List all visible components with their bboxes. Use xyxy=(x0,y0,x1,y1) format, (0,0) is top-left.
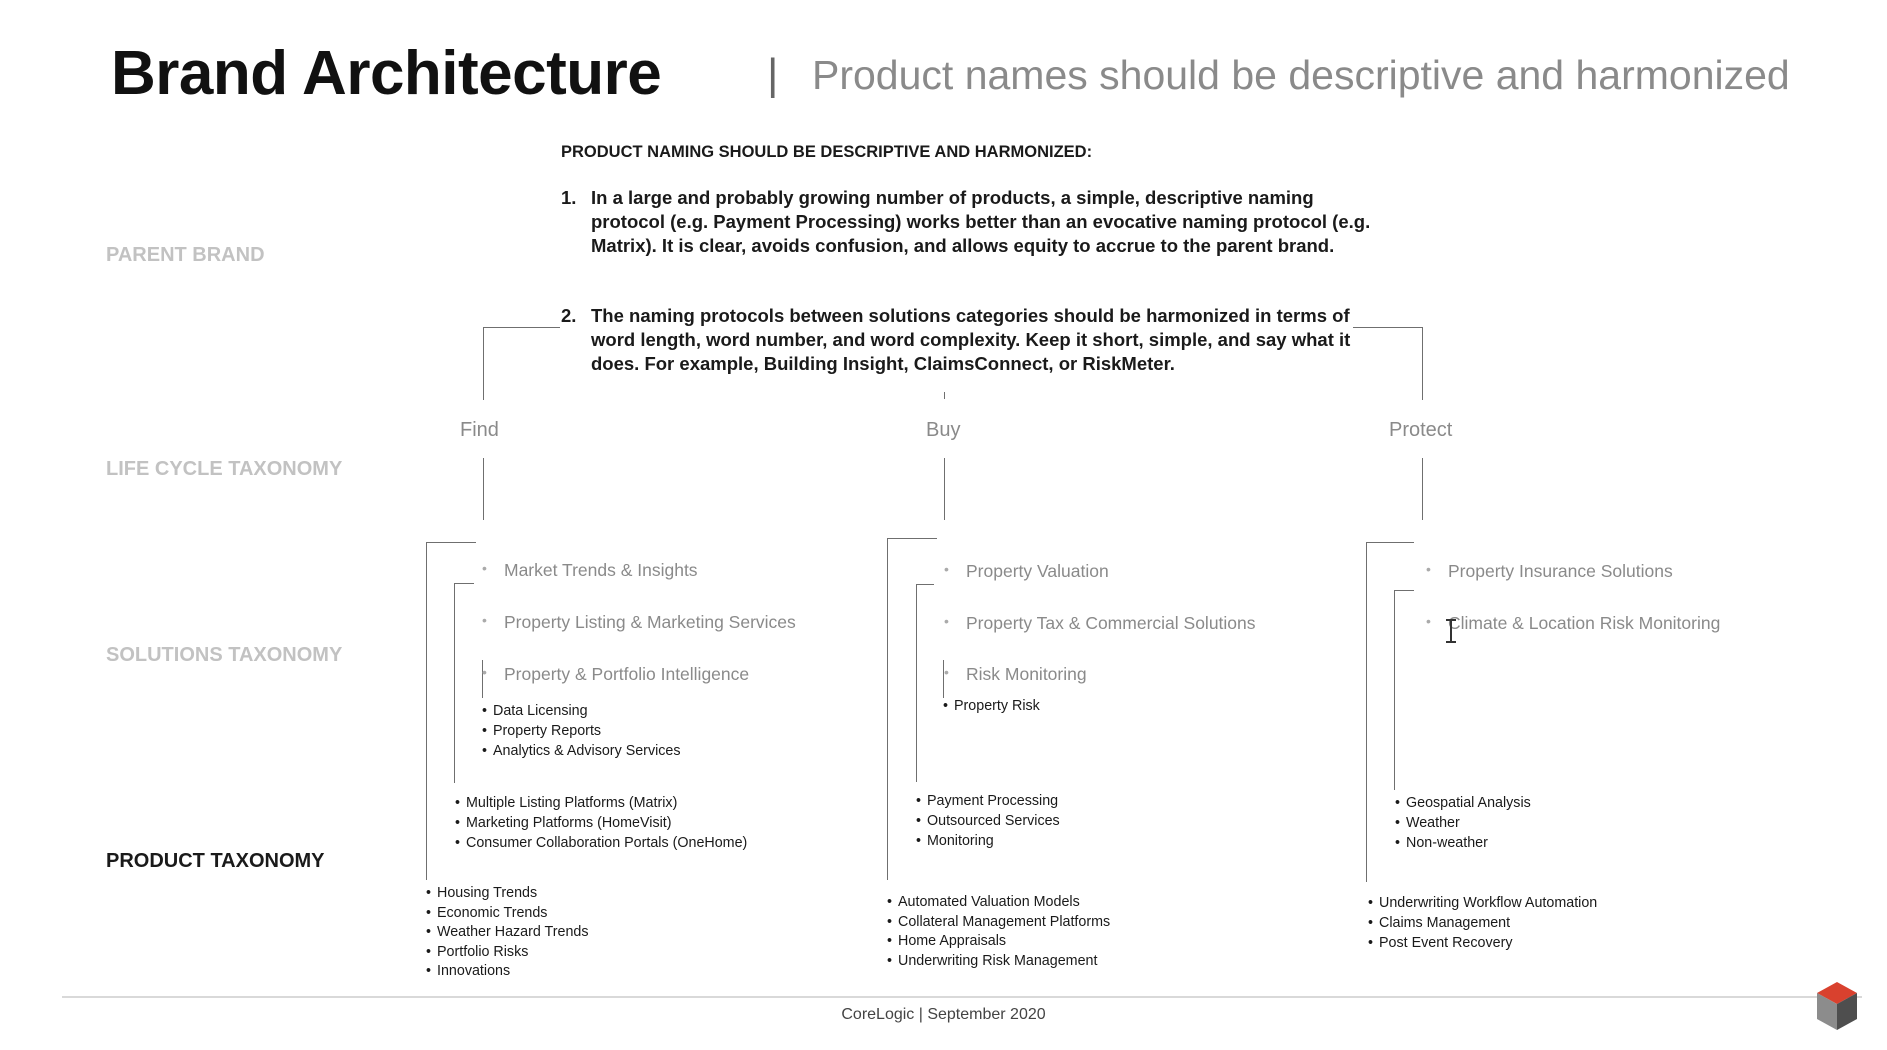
tree-connector xyxy=(1353,327,1423,329)
corelogic-logo-icon xyxy=(1815,980,1859,1032)
naming-rule-1: 1. In a large and probably growing numbe… xyxy=(561,186,1391,286)
bracket-line xyxy=(454,583,456,783)
list-item: Data Licensing xyxy=(482,701,681,721)
naming-heading: PRODUCT NAMING SHOULD BE DESCRIPTIVE AND… xyxy=(561,143,1093,161)
row-label-parent-brand: PARENT BRAND xyxy=(106,244,265,266)
lifecycle-buy: Buy xyxy=(926,419,961,441)
tree-connector xyxy=(944,392,946,399)
bracket-line xyxy=(887,538,937,540)
list-item: Weather Hazard Trends xyxy=(426,923,589,943)
product-list-buy-tax: Payment Processing Outsourced Services M… xyxy=(916,791,1060,851)
row-label-solutions: SOLUTIONS TAXONOMY xyxy=(106,644,343,666)
tree-connector xyxy=(944,458,946,520)
list-item: Collateral Management Platforms xyxy=(887,913,1110,933)
list-item: Home Appraisals xyxy=(887,932,1110,952)
bracket-line xyxy=(1366,542,1414,544)
tree-connector xyxy=(483,327,560,329)
product-list-find-intelligence: Data Licensing Property Reports Analytic… xyxy=(482,701,681,761)
list-item: Analytics & Advisory Services xyxy=(482,741,681,761)
bracket-line xyxy=(1394,590,1396,790)
product-list-find-listing: Multiple Listing Platforms (Matrix) Mark… xyxy=(455,793,747,853)
product-list-buy-valuation: Automated Valuation Models Collateral Ma… xyxy=(887,893,1110,971)
solution-item: Property Listing & Marketing Services xyxy=(482,612,796,633)
tree-connector xyxy=(483,327,485,400)
list-item: Economic Trends xyxy=(426,904,589,924)
text-cursor-icon xyxy=(1444,618,1458,651)
list-item: Housing Trends xyxy=(426,884,589,904)
bracket-line xyxy=(426,542,476,544)
solution-item: Property Valuation xyxy=(944,561,1109,582)
bracket-line xyxy=(887,538,889,880)
list-item: Underwriting Workflow Automation xyxy=(1368,893,1597,913)
list-item: Outsourced Services xyxy=(916,811,1060,831)
title-separator: | xyxy=(767,50,779,99)
list-item: Property Risk xyxy=(943,696,1040,716)
list-item: Multiple Listing Platforms (Matrix) xyxy=(455,793,747,813)
tree-connector xyxy=(483,458,485,520)
footer-divider xyxy=(62,996,1862,998)
lifecycle-find: Find xyxy=(460,419,499,441)
product-list-protect-climate: Geospatial Analysis Weather Non-weather xyxy=(1395,793,1531,853)
solution-item: Property & Portfolio Intelligence xyxy=(482,664,749,685)
rule-number: 1. xyxy=(561,187,577,208)
product-list-buy-risk: Property Risk xyxy=(943,696,1040,716)
solution-item: Property Tax & Commercial Solutions xyxy=(944,613,1255,634)
product-list-find-trends: Housing Trends Economic Trends Weather H… xyxy=(426,884,589,982)
page-subtitle: Product names should be descriptive and … xyxy=(812,52,1790,98)
tree-connector xyxy=(1422,458,1424,520)
list-item: Property Reports xyxy=(482,721,681,741)
lifecycle-protect: Protect xyxy=(1389,419,1453,441)
list-item: Automated Valuation Models xyxy=(887,893,1110,913)
tree-connector xyxy=(1422,327,1424,400)
list-item: Consumer Collaboration Portals (OneHome) xyxy=(455,833,747,853)
solution-item: Market Trends & Insights xyxy=(482,560,698,581)
solution-item: Risk Monitoring xyxy=(944,664,1087,685)
bracket-line xyxy=(916,584,934,586)
product-list-protect-insurance: Underwriting Workflow Automation Claims … xyxy=(1368,893,1597,953)
list-item: Geospatial Analysis xyxy=(1395,793,1531,813)
list-item: Non-weather xyxy=(1395,833,1531,853)
list-item: Payment Processing xyxy=(916,791,1060,811)
bracket-line xyxy=(1394,590,1414,592)
list-item: Underwriting Risk Management xyxy=(887,952,1110,972)
row-label-life-cycle: LIFE CYCLE TAXONOMY xyxy=(106,458,343,480)
list-item: Monitoring xyxy=(916,831,1060,851)
bracket-line xyxy=(426,542,428,880)
list-item: Weather xyxy=(1395,813,1531,833)
bracket-line xyxy=(916,584,918,782)
page-title: Brand Architecture xyxy=(111,39,662,108)
list-item: Post Event Recovery xyxy=(1368,933,1597,953)
solution-item: Property Insurance Solutions xyxy=(1426,561,1673,582)
rule-number: 2. xyxy=(561,305,577,326)
row-label-product: PRODUCT TAXONOMY xyxy=(106,850,325,872)
bracket-line xyxy=(454,583,474,585)
list-item: Innovations xyxy=(426,962,589,982)
naming-rule-2: 2. The naming protocols between solution… xyxy=(561,304,1391,380)
rule-text: The naming protocols between solutions c… xyxy=(591,305,1351,374)
footer-text: CoreLogic | September 2020 xyxy=(841,1006,1046,1023)
solution-item: Climate & Location Risk Monitoring xyxy=(1426,613,1720,634)
list-item: Marketing Platforms (HomeVisit) xyxy=(455,813,747,833)
bracket-line xyxy=(1366,542,1368,882)
rule-text: In a large and probably growing number o… xyxy=(591,187,1371,256)
list-item: Claims Management xyxy=(1368,913,1597,933)
list-item: Portfolio Risks xyxy=(426,943,589,963)
